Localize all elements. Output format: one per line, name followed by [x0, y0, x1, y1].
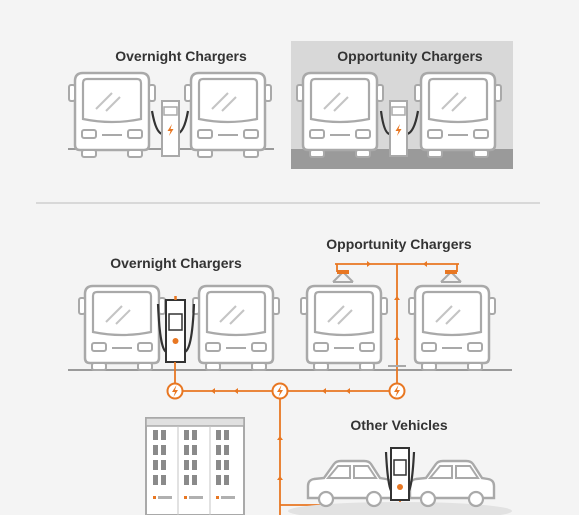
- car-icon: [306, 459, 394, 508]
- bus-icon: [183, 71, 273, 159]
- bus-icon: [191, 284, 281, 372]
- lightning-icon: [390, 384, 405, 399]
- charger-icon: [379, 100, 420, 157]
- top-opportunity-label: Opportunity Chargers: [337, 48, 483, 64]
- other-vehicles-label: Other Vehicles: [350, 417, 448, 433]
- energy-storage-cabinet-icon: [145, 417, 245, 515]
- overhead-power-line: [335, 261, 459, 385]
- bus-icon: [295, 71, 385, 159]
- charger-icon: [384, 447, 416, 501]
- bus-icon: [67, 71, 157, 159]
- car-icon: [408, 459, 496, 508]
- lightning-icon: [168, 384, 183, 399]
- opportunity-ground: [291, 149, 513, 169]
- bus-icon: [77, 284, 167, 372]
- vehicle-ground-shadow: [288, 502, 512, 515]
- pantograph-icon: [332, 269, 354, 283]
- charger-icon: [156, 296, 196, 363]
- pantograph-icon: [440, 269, 462, 283]
- bottom-overnight-label: Overnight Chargers: [110, 255, 242, 271]
- charger-icon: [150, 100, 190, 157]
- lightning-icon: [273, 384, 288, 399]
- bus-icon: [299, 284, 389, 372]
- bus-icon: [407, 284, 497, 372]
- bottom-opportunity-label: Opportunity Chargers: [326, 236, 472, 252]
- top-overnight-label: Overnight Chargers: [115, 48, 247, 64]
- bus-icon: [413, 71, 503, 159]
